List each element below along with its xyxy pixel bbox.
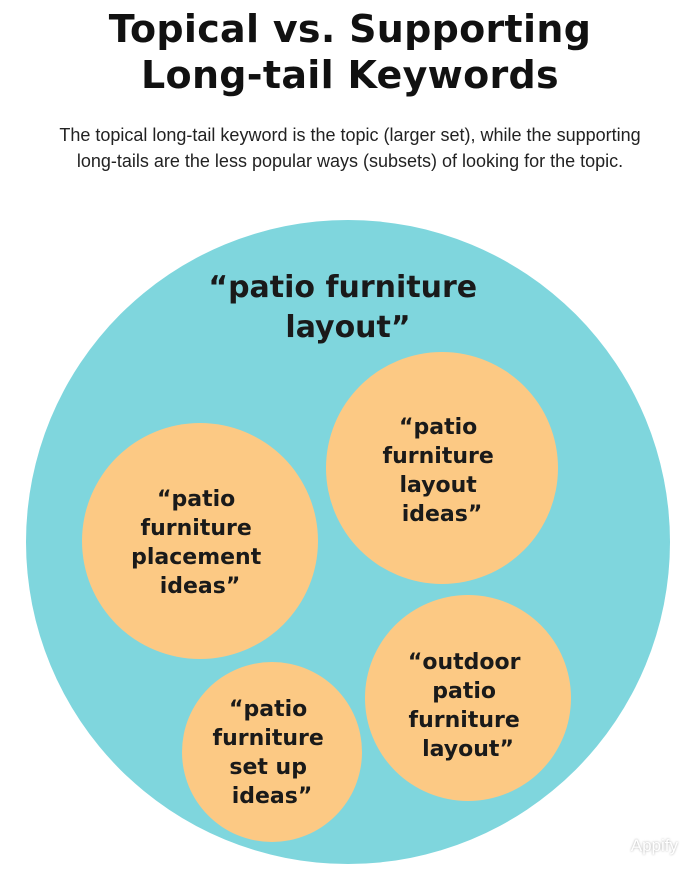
subset-label-line: “patio bbox=[157, 487, 235, 512]
subset-label-line: furniture bbox=[141, 516, 252, 541]
subset-circle bbox=[326, 352, 558, 584]
subset-bubble: “patio furniture placement ideas” bbox=[82, 423, 318, 659]
page-subtitle: The topical long-tail keyword is the top… bbox=[20, 122, 680, 174]
subset-label-line: furniture bbox=[409, 708, 520, 733]
subset-keyword-label: “patio furniture set up ideas” bbox=[213, 697, 332, 809]
subset-label-line: “patio bbox=[229, 697, 307, 722]
subset-bubble: “outdoor patio furniture layout” bbox=[365, 595, 571, 801]
subset-label-line: “patio bbox=[399, 415, 477, 440]
topic-keyword-label: “patio furniture layout” bbox=[208, 270, 487, 345]
subset-label-line: “outdoor bbox=[408, 650, 521, 675]
subset-label-line: patio bbox=[432, 679, 496, 704]
wechat-icon bbox=[598, 835, 625, 857]
subtitle-line-1: The topical long-tail keyword is the top… bbox=[59, 125, 641, 145]
watermark: Appify bbox=[598, 835, 678, 857]
subtitle-line-2: long-tails are the less popular ways (su… bbox=[76, 151, 624, 171]
subset-label-line: placement bbox=[131, 545, 262, 570]
subset-circle bbox=[82, 423, 318, 659]
subset-keyword-label: “patio furniture layout ideas” bbox=[383, 415, 502, 527]
subset-label-line: furniture bbox=[213, 726, 324, 751]
subset-keyword-label: “outdoor patio furniture layout” bbox=[408, 650, 528, 762]
subset-label-line: layout” bbox=[422, 737, 514, 762]
topic-label-line: “patio furniture bbox=[208, 270, 477, 305]
title-line-1: Topical vs. Supporting bbox=[108, 7, 592, 51]
subset-label-line: ideas” bbox=[232, 784, 313, 809]
subset-bubble: “patio furniture set up ideas” bbox=[182, 662, 362, 842]
subset-label-line: ideas” bbox=[160, 574, 241, 599]
subset-label-line: ideas” bbox=[402, 502, 483, 527]
subset-circle bbox=[365, 595, 571, 801]
subset-label-line: furniture bbox=[383, 444, 494, 469]
topic-label-line: layout” bbox=[285, 310, 410, 345]
subset-circle bbox=[182, 662, 362, 842]
subset-label-line: layout bbox=[399, 473, 477, 498]
subset-keyword-label: “patio furniture placement ideas” bbox=[131, 487, 269, 599]
subset-bubble: “patio furniture layout ideas” bbox=[326, 352, 558, 584]
watermark-label: Appify bbox=[630, 836, 678, 855]
page-title: Topical vs. Supporting Long-tail Keyword… bbox=[0, 6, 700, 98]
subset-label-line: set up bbox=[229, 755, 307, 780]
title-line-2: Long-tail Keywords bbox=[141, 53, 559, 97]
